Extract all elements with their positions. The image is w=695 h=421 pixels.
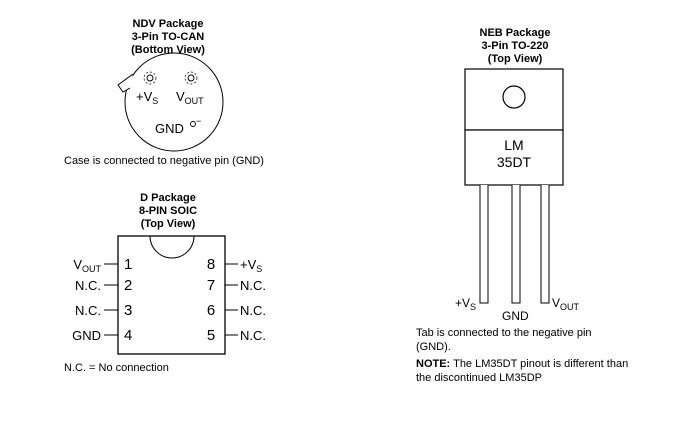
nc-note: N.C. = No connection <box>64 362 169 374</box>
neb-view: (Top View) <box>487 53 543 65</box>
soic-pin-number: 3 <box>124 302 132 319</box>
soic-notch <box>149 235 195 259</box>
to220-lead-vs <box>479 185 489 304</box>
ndv-pin-vs-marker <box>146 74 154 82</box>
d-view: (Top View) <box>140 218 196 230</box>
neb-pin-vout-label: VOUT <box>552 296 580 312</box>
soic-pin-label: GND <box>72 328 101 343</box>
soic-pin-label: N.C. <box>75 303 101 318</box>
soic-body <box>117 235 226 355</box>
neb-note-label: NOTE: <box>416 358 451 370</box>
soic-pin-label: N.C. <box>240 328 266 343</box>
ndv-can-tab <box>117 73 134 93</box>
soic-pin-number: 5 <box>207 327 215 344</box>
neb-subtitle: 3-Pin TO-220 <box>481 40 549 52</box>
neb-pin-gnd-label: GND <box>502 309 529 323</box>
neb-package: LM 35DT +VS GND VOUT <box>455 68 580 323</box>
ndv-pin-vout-ring <box>184 71 198 85</box>
ndv-pin-gnd-marker <box>190 121 196 127</box>
ndv-package: +VS VOUT GND − <box>117 52 224 152</box>
to220-lead-vout <box>540 185 550 304</box>
ndv-view: (Bottom View) <box>131 44 205 56</box>
soic-pin-label: VOUT <box>73 257 101 274</box>
to220-body <box>464 129 564 186</box>
neb-note-text-line1: The LM35DT pinout is different than <box>453 358 629 370</box>
neb-pinout-note: NOTE: The LM35DT pinout is different tha… <box>416 357 628 385</box>
neb-tab-note: Tab is connected to the negative pin (GN… <box>416 326 592 354</box>
d-subtitle: 8-PIN SOIC <box>138 205 198 217</box>
soic-pin-label: +VS <box>240 257 262 274</box>
d-header: D Package 8-PIN SOIC (Top View) <box>108 192 228 231</box>
to220-marking-line1: LM <box>504 137 523 153</box>
soic-pin-number: 7 <box>207 277 215 294</box>
soic-pin-label: N.C. <box>240 278 266 293</box>
soic-pin-number: 1 <box>124 256 132 273</box>
neb-pin-vs-label: +VS <box>455 296 476 312</box>
soic-pin-number: 6 <box>207 302 215 319</box>
neb-title: NEB Package <box>479 27 551 39</box>
neb-tab-note-line1: Tab is connected to the negative pin <box>416 327 592 339</box>
ndv-minus-sign: − <box>196 116 201 126</box>
ndv-pin-vout-marker <box>187 74 195 82</box>
soic-pin-number: 4 <box>124 327 132 344</box>
soic-pin-label: N.C. <box>240 303 266 318</box>
ndv-pin-vs-ring <box>143 71 157 85</box>
soic-pin-number: 8 <box>207 256 215 273</box>
to220-lead-gnd <box>511 185 521 304</box>
ndv-header: NDV Package 3-Pin TO-CAN (Bottom View) <box>108 18 228 57</box>
neb-tab-note-line2: (GND). <box>416 341 451 353</box>
to220-mount-hole <box>502 85 526 109</box>
ndv-subtitle: 3-Pin TO-CAN <box>131 31 205 43</box>
soic-pin-number: 2 <box>124 277 132 294</box>
ndv-case-note: Case is connected to negative pin (GND) <box>64 155 264 167</box>
ndv-can-outline <box>124 52 224 152</box>
neb-note-text-line2: the discontinued LM35DP <box>416 372 542 384</box>
to220-marking-line2: 35DT <box>497 154 532 170</box>
soic-pin-label: N.C. <box>75 278 101 293</box>
d-title: D Package <box>140 192 196 204</box>
ndv-pin-gnd-label: GND <box>155 121 184 136</box>
neb-header: NEB Package 3-Pin TO-220 (Top View) <box>455 27 575 66</box>
ndv-title: NDV Package <box>132 18 204 30</box>
